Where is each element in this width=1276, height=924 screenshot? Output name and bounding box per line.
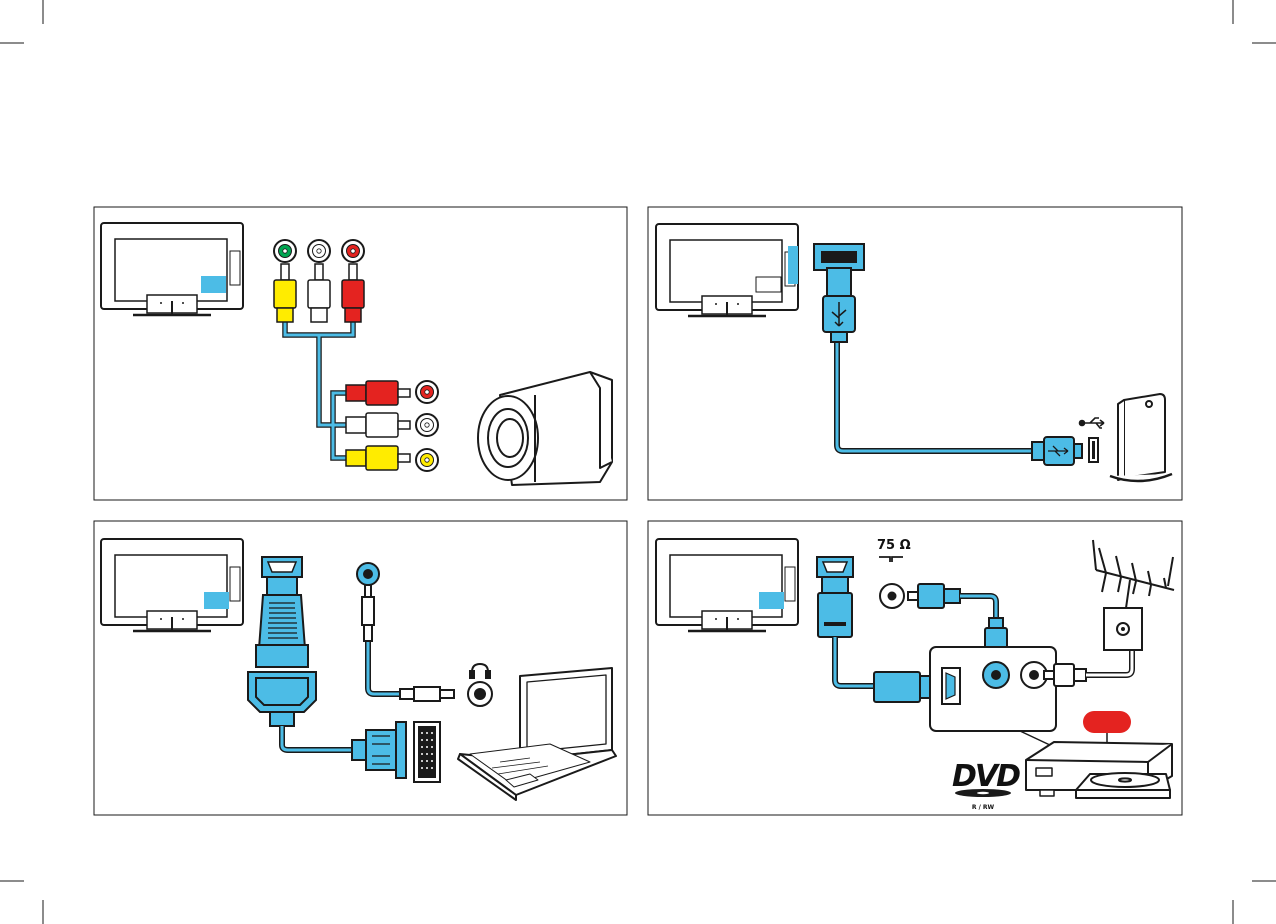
hdmi-port-icon	[817, 557, 853, 577]
panel-hdmi-dvi-laptop	[94, 521, 627, 815]
red-badge-icon	[1083, 711, 1131, 733]
tv-icon	[101, 539, 243, 631]
router-icon	[1110, 394, 1172, 481]
micro-usb-plug-icon	[1032, 437, 1098, 465]
rca-jack-white-camcorder-icon	[416, 414, 438, 436]
rca-jack-yellow-camcorder-icon	[416, 449, 438, 471]
usb-plug-icon	[823, 268, 855, 342]
svg-text:DVD: DVD	[952, 759, 1020, 794]
hdmi-plug-vertical-icon	[818, 577, 852, 637]
rca-jack-green-icon	[274, 240, 296, 262]
hdmi-port-vertical-icon	[942, 668, 960, 704]
audio-plug-horizontal-icon	[400, 687, 454, 701]
svg-text:R / RW: R / RW	[972, 804, 995, 811]
antenna-in-socket-icon	[983, 662, 1009, 688]
panel-usb-router	[648, 207, 1182, 500]
panel-hdmi-antenna-dvd: 75 Ω	[648, 521, 1182, 815]
rca-jack-red-camcorder-icon	[416, 381, 438, 403]
impedance-label: 75 Ω	[877, 538, 911, 553]
hdmi-port-icon	[262, 557, 302, 577]
tv-icon	[656, 224, 798, 316]
wall-socket-icon	[1104, 608, 1142, 650]
hdmi-plug-horizontal-icon	[874, 672, 934, 702]
dvd-rear-panel	[930, 647, 1056, 731]
audio-jack-icon	[357, 563, 379, 585]
dvd-recorder-icon	[1026, 742, 1172, 798]
antenna-socket-icon	[880, 584, 904, 608]
headphone-socket-icon	[468, 682, 492, 706]
dvi-port-icon	[414, 722, 440, 782]
usb-port-icon	[814, 244, 864, 270]
rca-jack-red-icon	[342, 240, 364, 262]
rca-jack-white-icon	[308, 240, 330, 262]
tv-icon	[101, 223, 243, 315]
panel-composite-camcorder	[94, 207, 627, 500]
tv-icon	[656, 539, 798, 631]
